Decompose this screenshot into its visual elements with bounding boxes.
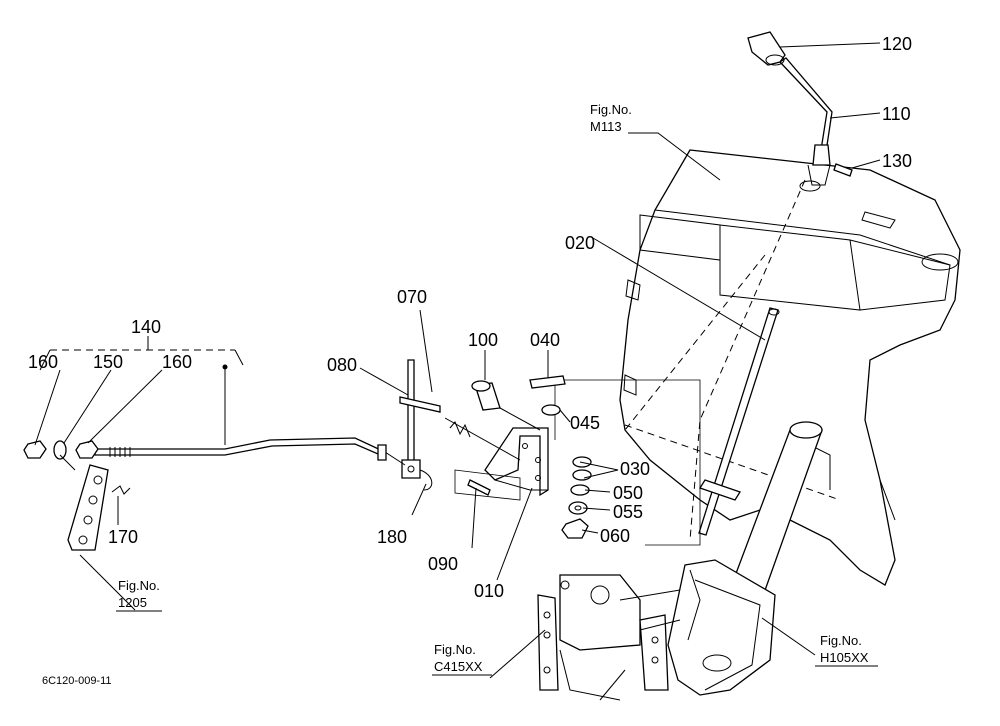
- label-120: 120: [882, 34, 912, 54]
- rod-020: [698, 307, 780, 536]
- label-080: 080: [327, 355, 357, 375]
- pin-130: [833, 163, 853, 177]
- label-040: 040: [530, 330, 560, 350]
- shift-knob: [747, 31, 786, 66]
- figref-1205-num: 1205: [118, 595, 147, 610]
- label-070: 070: [397, 287, 427, 307]
- label-100: 100: [468, 330, 498, 350]
- leader-lines: [34, 42, 881, 679]
- label-055: 055: [613, 502, 643, 522]
- washer-150: [53, 440, 67, 460]
- base-bracket: [667, 559, 776, 696]
- label-170: 170: [108, 527, 138, 547]
- label-010: 010: [474, 581, 504, 601]
- washer-045: [541, 404, 561, 416]
- figref-m113-num: M113: [590, 119, 622, 134]
- arm-080: [399, 359, 441, 479]
- nut-160-right: [75, 440, 99, 459]
- drawing-code: 6C120-009-11: [42, 675, 112, 687]
- rod-assembly-140: [94, 437, 406, 466]
- group-140-bracket: [39, 336, 244, 445]
- figref-1205-label: Fig.No.: [118, 578, 160, 593]
- label-110: 110: [882, 104, 911, 124]
- spring-pin-170: [111, 485, 131, 495]
- label-160-right: 160: [162, 352, 192, 372]
- pin-090: [454, 469, 521, 501]
- bushing-100: [471, 380, 541, 431]
- label-050: 050: [613, 483, 643, 503]
- clip-180: [419, 469, 433, 491]
- label-030: 030: [620, 459, 650, 479]
- link-plate-1205: [59, 454, 109, 551]
- label-020: 020: [565, 233, 595, 253]
- part-labels: 120 110 130 020 040 045 030 050 055 060 …: [28, 34, 912, 601]
- figref-h105-num: H105XX: [820, 650, 869, 665]
- label-180: 180: [377, 527, 407, 547]
- figref-m113-label: Fig.No.: [590, 102, 632, 117]
- figref-h105-label: Fig.No.: [820, 633, 862, 648]
- center-lines: [624, 179, 841, 541]
- label-150: 150: [93, 352, 123, 372]
- console-panel: [619, 149, 961, 586]
- label-060: 060: [600, 526, 630, 546]
- label-130: 130: [882, 151, 912, 171]
- figref-c415-num: C415XX: [434, 659, 483, 674]
- figref-c415-label: Fig.No.: [434, 642, 476, 657]
- label-140: 140: [131, 317, 161, 337]
- label-160-left: 160: [28, 352, 58, 372]
- label-090: 090: [428, 554, 458, 574]
- bracket-010: [484, 427, 549, 497]
- frame-bracket: [537, 574, 681, 701]
- washer-stack: [561, 456, 592, 539]
- plate-040: [529, 375, 566, 389]
- spring-070: [444, 417, 521, 461]
- figure-references: Fig.No. M113 Fig.No. 1205 Fig.No. C415XX…: [116, 102, 878, 676]
- label-045: 045: [570, 413, 600, 433]
- nut-160-left: [23, 440, 47, 459]
- shift-lever: [779, 57, 833, 186]
